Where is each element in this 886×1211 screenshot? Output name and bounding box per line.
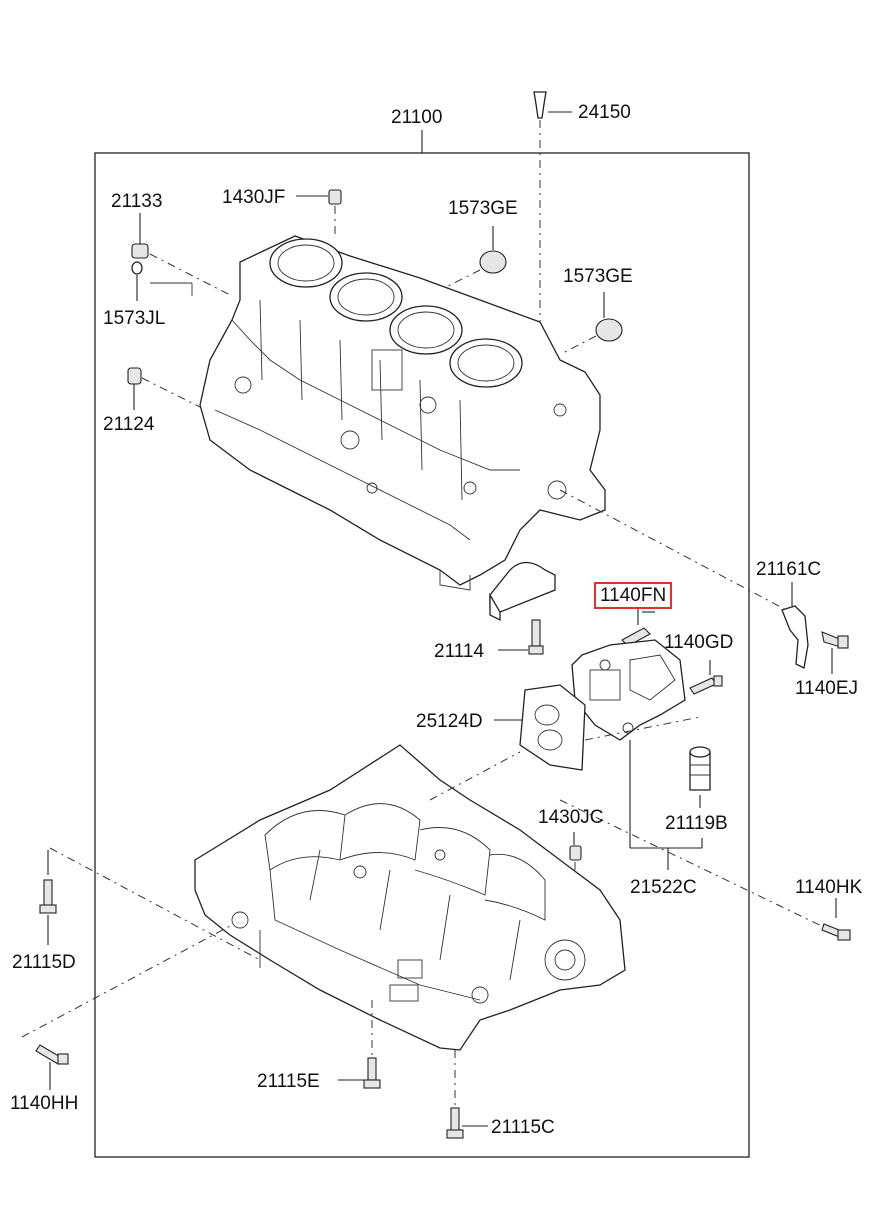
part-label-21115C: 21115C: [491, 1117, 555, 1138]
part-label-21115D: 21115D: [12, 952, 76, 973]
bolt-icon: [821, 898, 851, 941]
dowel-pin-icon: [569, 832, 582, 900]
dowel-pin-icon: [296, 189, 342, 235]
gasket-icon: [494, 684, 701, 771]
plug-icon: [439, 226, 623, 353]
part-label-21161C: 21161C: [756, 559, 822, 580]
part-label-25124D: 25124D: [416, 711, 483, 732]
dipstick-icon: [533, 91, 572, 350]
bracket-icon: [781, 582, 849, 674]
bed-plate-icon: [194, 744, 831, 1051]
knock-sensor-icon: [689, 746, 711, 808]
part-label-21124: 21124: [103, 414, 155, 435]
part-label-21119B: 21119B: [665, 813, 728, 834]
bearing-cap-icon: [489, 561, 556, 655]
bolt-icon: [39, 847, 261, 968]
part-label-1140FN-highlighted[interactable]: 1140FN: [594, 582, 673, 609]
part-label-1140EJ: 1140EJ: [795, 678, 859, 699]
part-label-1140HK: 1140HK: [795, 877, 863, 898]
part-label-1140GD: 1140GD: [664, 632, 734, 653]
part-label-1573GE-top: 1573GE: [448, 198, 518, 219]
engine-block-icon: [199, 235, 791, 613]
plug-icon: [131, 213, 233, 301]
part-label-1430JF: 1430JF: [222, 187, 286, 208]
bolt-icon: [621, 605, 651, 647]
bolt-icon: [338, 1000, 381, 1089]
part-label-1140HH: 1140HH: [10, 1093, 79, 1114]
part-label-1573GE-right: 1573GE: [563, 266, 633, 287]
bolt-icon: [689, 660, 723, 695]
part-label-1573JL: 1573JL: [103, 308, 166, 329]
bolt-icon: [21, 924, 233, 1090]
part-label-21133: 21133: [111, 191, 163, 212]
part-label-1430JC: 1430JC: [538, 807, 604, 828]
part-label-21100: 21100: [391, 107, 443, 128]
bolt-icon: [446, 1050, 488, 1139]
dowel-pin-icon: [127, 367, 211, 413]
part-label-21114: 21114: [434, 641, 485, 662]
part-label-21115E: 21115E: [257, 1071, 320, 1092]
part-label-24150: 24150: [578, 102, 631, 123]
bracket-icon: [571, 639, 703, 870]
part-label-21522C: 21522C: [630, 877, 697, 898]
